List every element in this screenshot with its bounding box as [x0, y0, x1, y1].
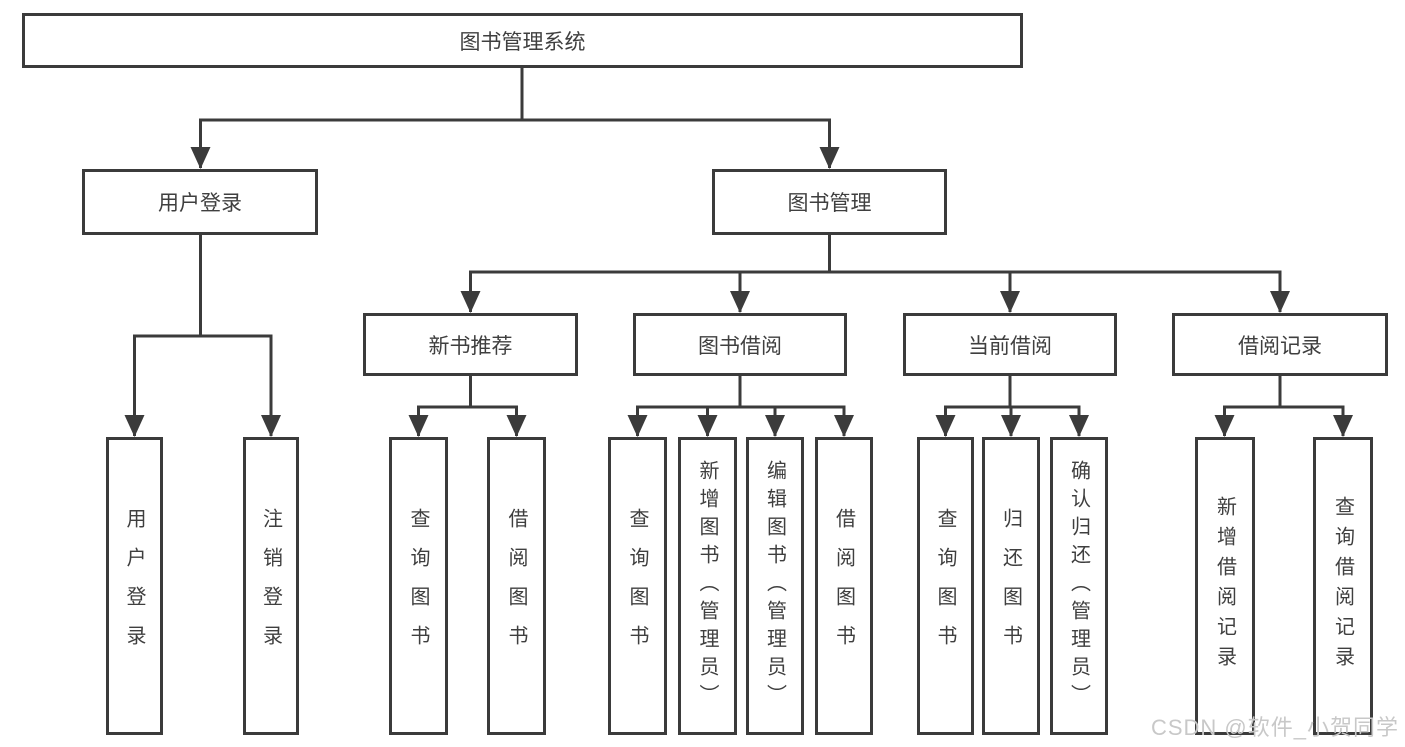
leaf-add-book-admin: 新增图书（管理员） — [678, 437, 737, 735]
leaf-query-borrow-record: 查询借阅记录 — [1313, 437, 1373, 735]
node-new-book-recommend: 新书推荐 — [363, 313, 578, 376]
node-book-management: 图书管理 — [712, 169, 947, 235]
leaf-query-books-recommend: 查询图书 — [389, 437, 448, 735]
node-book-borrowing: 图书借阅 — [633, 313, 847, 376]
csdn-watermark: CSDN @软件_小贺同学 — [1150, 715, 1399, 740]
leaf-confirm-return-admin: 确认归还（管理员） — [1050, 437, 1108, 735]
leaf-user-login: 用户登录 — [106, 437, 163, 735]
node-root-system: 图书管理系统 — [22, 13, 1023, 68]
leaf-borrow-books-borrowing: 借阅图书 — [815, 437, 873, 735]
node-borrowing-records: 借阅记录 — [1172, 313, 1388, 376]
leaf-logout: 注销登录 — [243, 437, 299, 735]
node-user-login: 用户登录 — [82, 169, 318, 235]
leaf-query-books-current: 查询图书 — [917, 437, 974, 735]
leaf-query-books-borrowing: 查询图书 — [608, 437, 667, 735]
leaf-borrow-books-recommend: 借阅图书 — [487, 437, 546, 735]
leaf-add-borrow-record: 新增借阅记录 — [1195, 437, 1255, 735]
node-current-borrowing: 当前借阅 — [903, 313, 1117, 376]
leaf-return-book: 归还图书 — [982, 437, 1040, 735]
leaf-edit-book-admin: 编辑图书（管理员） — [746, 437, 804, 735]
